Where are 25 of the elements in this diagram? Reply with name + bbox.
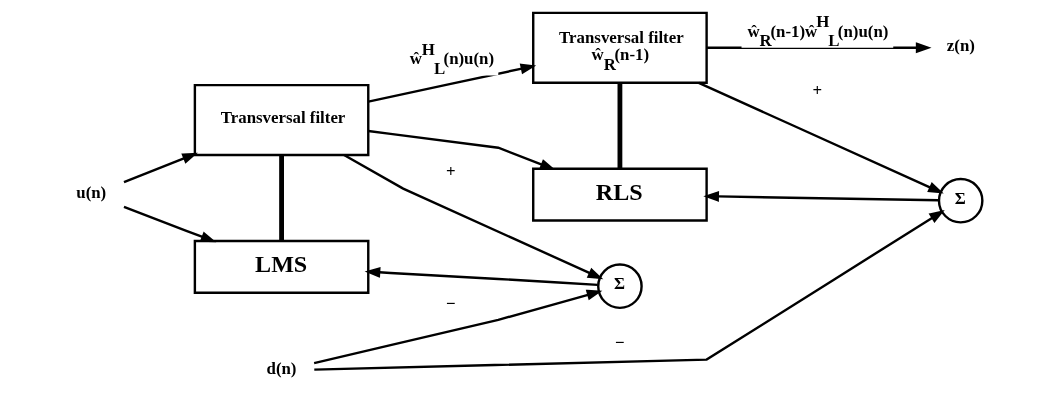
arrow (123, 152, 198, 184)
node-box: RLS (532, 167, 708, 222)
connector (279, 155, 284, 241)
arrow (368, 129, 556, 171)
arrow (368, 63, 537, 103)
connector (617, 82, 623, 169)
arrow (698, 81, 944, 194)
edge-label: − (445, 293, 456, 313)
arrow (703, 190, 939, 202)
arrow (706, 42, 932, 54)
node-box: Transversal filter (193, 83, 370, 157)
node-text: d(n) (266, 358, 297, 378)
arrow (364, 266, 598, 287)
edge-label: + (812, 80, 823, 100)
edge-label: − (615, 333, 625, 353)
arrow (343, 153, 604, 280)
node-circle: Σ (937, 177, 984, 224)
node-box: LMS (193, 239, 370, 294)
node-text: u(n) (76, 182, 107, 202)
node-circle: Σ (597, 263, 643, 310)
arrow (313, 289, 603, 365)
arrow (314, 209, 945, 371)
arrow (123, 205, 217, 243)
node-text: z(n) (946, 36, 975, 56)
edge-label: + (445, 162, 456, 182)
